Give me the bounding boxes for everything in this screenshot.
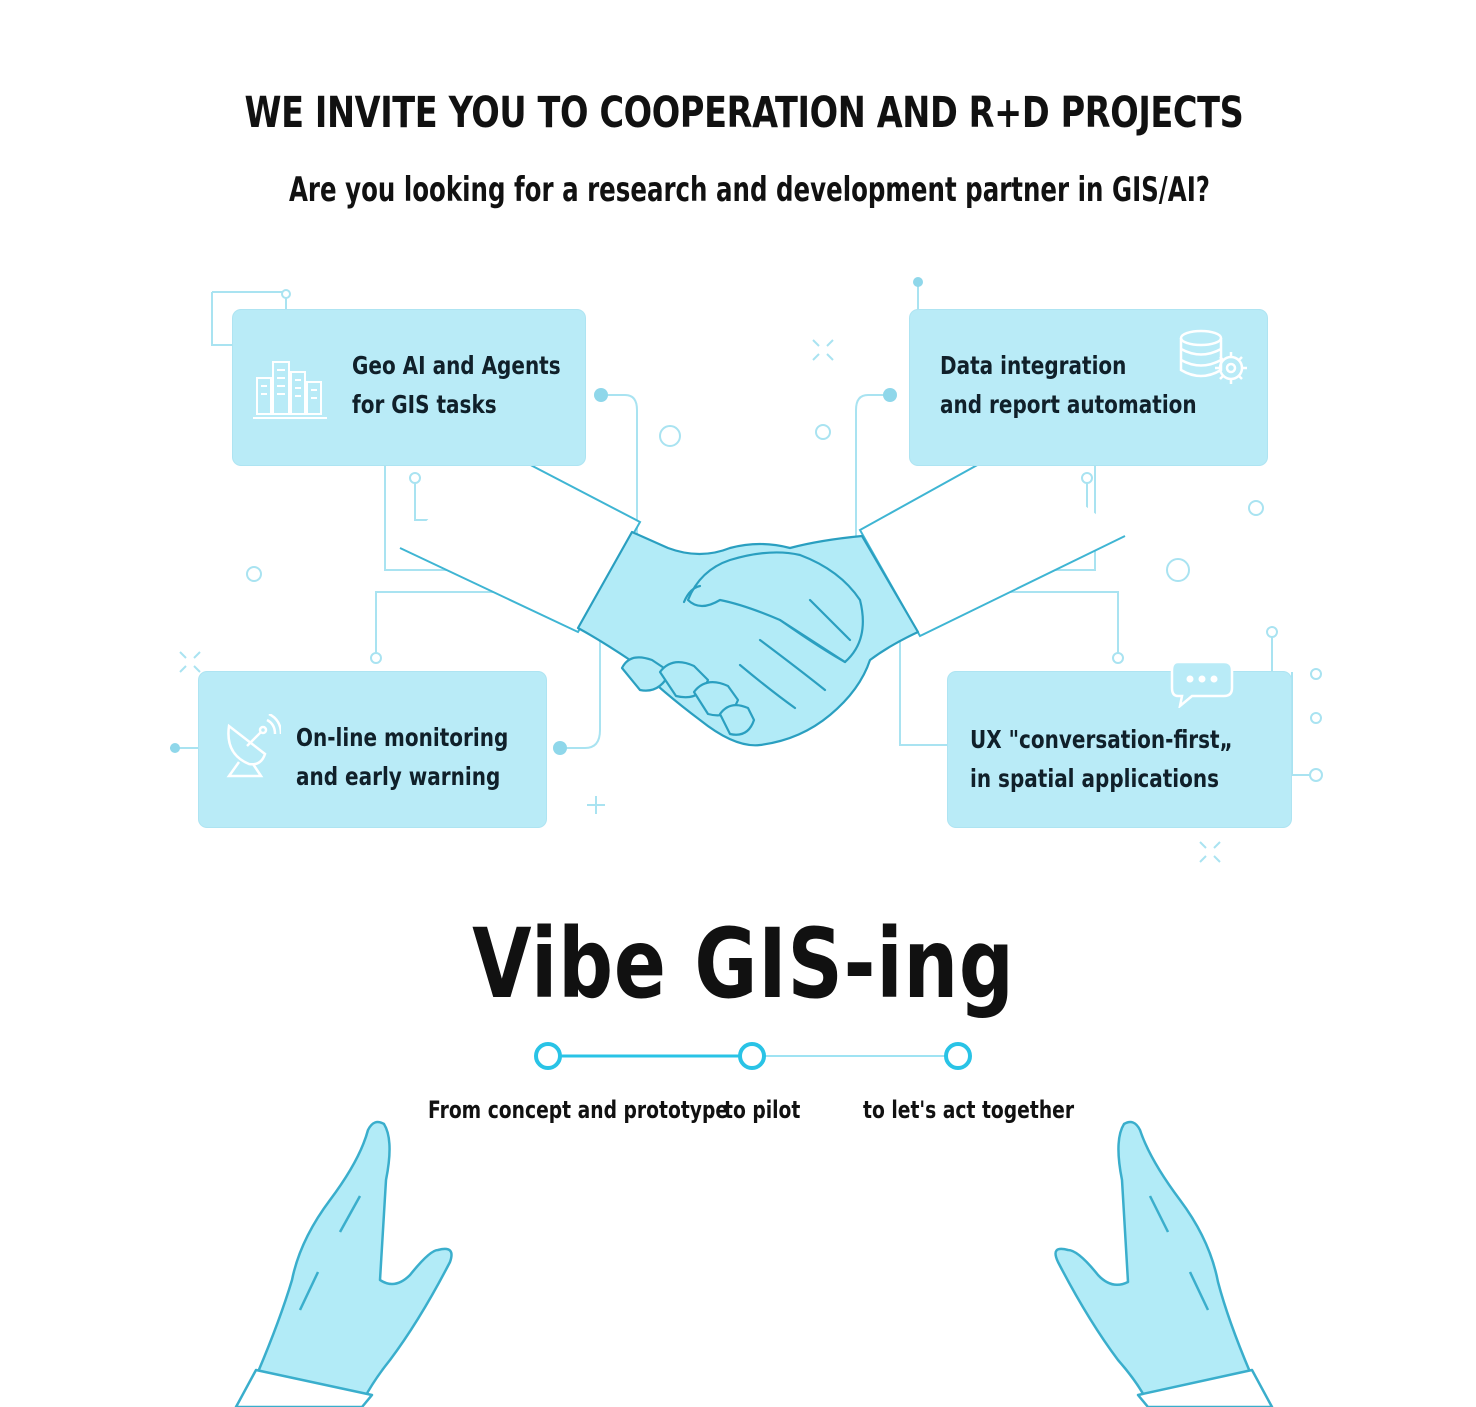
card-ux-line1: UX "conversation-first„ [970, 725, 1233, 754]
step-label-together: to let's act together [863, 1096, 1075, 1124]
circuit-nodes [246, 289, 1323, 782]
main-title: Vibe GIS-ing [472, 908, 1015, 1020]
step-label-concept: From concept and prototype [428, 1096, 729, 1124]
left-hand [234, 1120, 453, 1407]
chat-bubble-icon [1170, 660, 1234, 708]
card-ux-conversation: UX "conversation-first„ in spatial appli… [948, 660, 1291, 827]
step-label-pilot: to pilot [724, 1096, 801, 1124]
card-data-integration: Data integration and report automation [910, 310, 1267, 465]
card-geo-ai: Geo AI and Agents for GIS tasks [233, 310, 585, 465]
sparkles [179, 339, 1221, 863]
timeline-node-1 [534, 1042, 562, 1070]
card-data-integration-line2: and report automation [940, 390, 1197, 419]
timeline-node-3 [944, 1042, 972, 1070]
subheadline: Are you looking for a research and devel… [288, 170, 1210, 210]
card-geo-ai-line1: Geo AI and Agents [352, 351, 561, 380]
card-monitoring-line2: and early warning [296, 762, 501, 791]
card-data-integration-line1: Data integration [940, 351, 1127, 380]
satellite-dish-icon [226, 714, 281, 778]
handshake [576, 530, 920, 747]
database-gear-icon [1179, 329, 1247, 384]
city-buildings-icon [253, 361, 327, 419]
card-geo-ai-line2: for GIS tasks [352, 390, 497, 419]
right-hand [1054, 1120, 1274, 1407]
card-monitoring-line1: On-line monitoring [296, 723, 509, 752]
timeline-node-2 [738, 1042, 766, 1070]
card-monitoring: On-line monitoring and early warning [199, 672, 546, 827]
headline: WE INVITE YOU TO COOPERATION AND R+D PRO… [244, 88, 1244, 138]
card-ux-line2: in spatial applications [970, 764, 1219, 793]
